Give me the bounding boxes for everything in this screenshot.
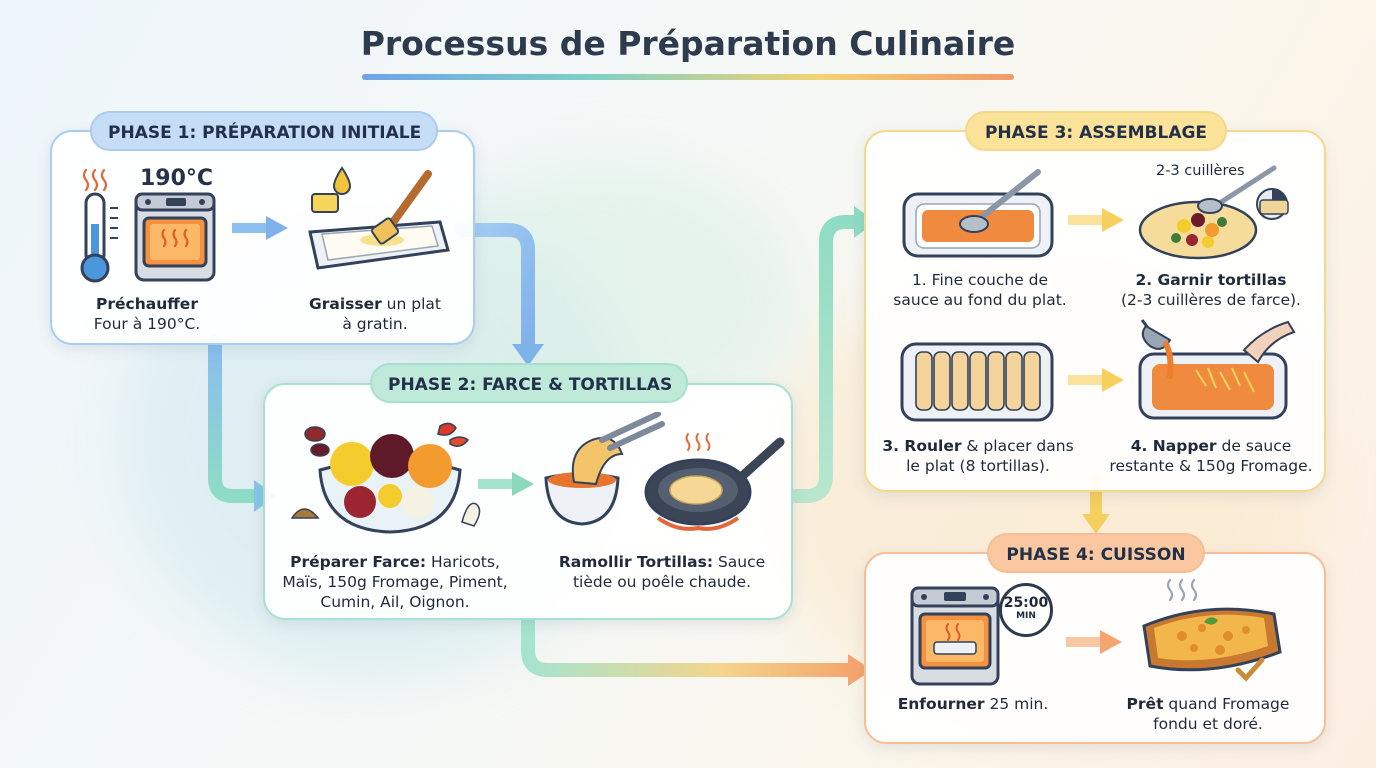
pour-sauce-cheese-icon xyxy=(1138,319,1296,420)
step-tortillas-caption: Ramollir Tortillas: Sauce tiède ou poêle… xyxy=(552,552,772,592)
step-bold: Graisser xyxy=(309,295,382,313)
step-bold: Ramollir Tortillas: xyxy=(558,553,714,571)
timer-badge: 25:00 MIN xyxy=(999,583,1053,637)
step-text: Maïs, 150g Fromage, Piment, xyxy=(282,573,508,591)
title-underline xyxy=(362,74,1014,80)
step-text: Cumin, Ail, Oignon. xyxy=(320,593,470,611)
step-text: (2-3 cuillères de farce). xyxy=(1121,291,1301,309)
arrow-p2-to-p4 xyxy=(521,615,857,677)
step-bold: Enfourner xyxy=(897,695,985,713)
step-filling-caption: Préparer Farce: Haricots, Maïs, 150g Fro… xyxy=(270,552,520,612)
tortilla-pan-icon xyxy=(544,412,785,531)
step-text: Four à 190°C. xyxy=(93,315,201,333)
phase-2-label: PHASE 2: FARCE & TORTILLAS xyxy=(370,363,688,403)
phase-4-label: PHASE 4: CUISSON xyxy=(987,533,1205,573)
arrow-right-icon xyxy=(1066,630,1122,654)
sauce-dish-icon xyxy=(902,169,1054,258)
step-bold: Prêt xyxy=(1126,695,1164,713)
step-grease-caption: Graisser un plat à gratin. xyxy=(290,294,460,334)
step-roll-caption: 3. Rouler & placer dans le plat (8 torti… xyxy=(870,436,1086,476)
rolled-tortillas-icon xyxy=(900,342,1054,422)
step-text: & placer dans xyxy=(961,437,1074,455)
step-text: fondu et doré. xyxy=(1153,715,1263,733)
page-title: Processus de Préparation Culinaire xyxy=(360,24,1016,63)
thermometer-oven-icon xyxy=(80,168,216,283)
timer-time: 25:00 xyxy=(1003,595,1049,611)
oven-timer-icon xyxy=(910,586,1000,686)
baked-gratin-icon xyxy=(1142,578,1282,682)
fill-tortilla-icon xyxy=(1138,165,1289,260)
arrow-right-icon xyxy=(478,472,534,496)
step-text: un plat xyxy=(381,295,441,313)
step-ready-caption: Prêt quand Fromage fondu et doré. xyxy=(1108,694,1308,734)
heat-waves-icon xyxy=(82,168,108,192)
arrow-right-icon xyxy=(1068,368,1124,392)
check-icon xyxy=(1235,657,1265,682)
step-text: quand Fromage xyxy=(1163,695,1290,713)
step-text: le plat (8 tortillas). xyxy=(906,457,1050,475)
step-text: à gratin. xyxy=(342,315,408,333)
filling-bowl-icon xyxy=(290,422,481,534)
phase-1-label: PHASE 1: PRÉPARATION INITIALE xyxy=(90,111,438,151)
step-text: tiède ou poêle chaude. xyxy=(572,573,752,591)
step-text: Sauce xyxy=(713,553,766,571)
step-bold: Préparer Farce: xyxy=(290,553,427,571)
step-bold: 3. Rouler xyxy=(882,437,962,455)
step-text: de sauce xyxy=(1216,437,1292,455)
step-text: sauce au fond du plat. xyxy=(893,291,1067,309)
step-sauce-layer-caption: 1. Fine couche de sauce au fond du plat. xyxy=(880,270,1080,310)
step-text: 25 min. xyxy=(984,695,1049,713)
spoon-quantity-label: 2-3 cuillères xyxy=(1156,163,1245,179)
step-bold: Préchauffer xyxy=(96,295,198,313)
greased-dish-icon xyxy=(308,166,450,270)
step-text: Haricots, xyxy=(426,553,500,571)
step-text: restante & 150g Fromage. xyxy=(1109,457,1313,475)
step-bold: 2. Garnir tortillas xyxy=(1135,271,1287,289)
step-garnish-caption: 2. Garnir tortillas (2-3 cuillères de fa… xyxy=(1108,270,1314,310)
step-bold: 4. Napper xyxy=(1130,437,1217,455)
timer-unit: MIN xyxy=(1016,611,1036,621)
phase-3-label: PHASE 3: ASSEMBLAGE xyxy=(965,111,1227,151)
arrow-right-icon xyxy=(232,216,288,240)
oven-icon xyxy=(134,192,216,282)
step-preheat-caption: Préchauffer Four à 190°C. xyxy=(62,294,232,334)
step-bake-caption: Enfourner 25 min. xyxy=(880,694,1066,714)
arrow-right-icon xyxy=(1068,208,1124,232)
step-text: 1. Fine couche de xyxy=(911,271,1049,289)
step-top-caption: 4. Napper de sauce restante & 150g Froma… xyxy=(1100,436,1322,476)
oven-temperature-badge: 190°C xyxy=(140,166,214,191)
phase-3-panel xyxy=(864,130,1326,492)
